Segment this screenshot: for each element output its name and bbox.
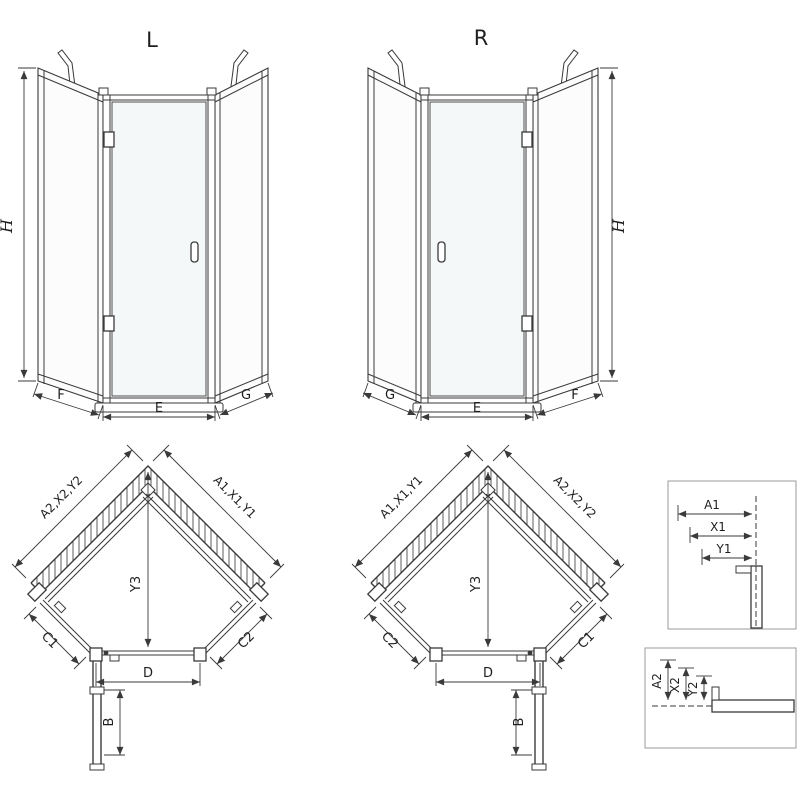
plan-left-geometry (11, 444, 285, 771)
front-corner-profile-right (193, 647, 207, 662)
label-y3-planL: Y3 (129, 576, 144, 593)
frame-cap-left (98, 87, 109, 96)
label-x1-detail: X1 (710, 520, 726, 534)
label-a1-detail: A1 (704, 498, 720, 512)
title-right-variant: R (474, 26, 489, 50)
label-d-planR: D (483, 666, 493, 681)
label-y3-planR: Y3 (469, 576, 484, 593)
label-e-right: E (473, 401, 481, 416)
wall-profile-left (26, 581, 48, 603)
label-g-left: G (241, 388, 251, 403)
left-width-dimension (32, 382, 104, 420)
label-f-right: F (571, 388, 578, 403)
door-width-dimension (102, 406, 216, 421)
label-wall-ur-planR: A2,X2,Y2 (551, 473, 599, 521)
door-section (98, 87, 217, 404)
label-height-right: H (609, 218, 628, 234)
label-a2-detail: A2 (650, 673, 664, 689)
label-e-left: E (155, 401, 163, 416)
wall-dimension-right (152, 444, 285, 579)
door-handle (190, 241, 199, 263)
label-c1-planR: C1 (575, 629, 598, 652)
label-c2-planL: C2 (235, 629, 258, 652)
plan-right-geometry (352, 445, 624, 770)
label-f-left: F (57, 388, 64, 403)
wall-profile-right (248, 581, 270, 603)
height-dimension (18, 67, 36, 382)
side-panel-left (37, 67, 104, 404)
label-x2-detail: X2 (668, 677, 682, 693)
door-pivot (103, 650, 109, 656)
profile-section (711, 699, 795, 713)
label-height-left: H (0, 218, 16, 234)
right-width-dimension (214, 382, 274, 420)
label-b-planL: B (102, 718, 117, 727)
label-d-planL: D (143, 666, 153, 681)
label-wall-ur-planL: A1,X1,Y1 (211, 473, 259, 521)
wall-dimension-left (11, 444, 144, 579)
hinge-top (103, 131, 115, 148)
wall-bracket (735, 565, 752, 574)
label-b-planR: B (512, 718, 527, 727)
label-y1-detail: Y1 (716, 542, 732, 556)
label-c2-planR: C2 (378, 629, 401, 652)
label-g-right: G (385, 388, 395, 403)
detail-horizontal-profile (644, 647, 797, 749)
label-wall-ul-planR: A1,X1,Y1 (377, 473, 425, 521)
front-side-dimension-right (209, 606, 273, 670)
label-c1-planL: C1 (38, 629, 61, 652)
title-left-variant: L (146, 28, 158, 52)
hinge-bottom (103, 315, 115, 332)
label-wall-ul-planL: A2,X2,Y2 (37, 473, 85, 521)
elevation-right-geometry (363, 50, 618, 421)
door-glass (111, 101, 207, 397)
label-y2-detail: Y2 (686, 682, 700, 698)
glass-stub (711, 686, 720, 701)
front-corner-profile-left (89, 647, 103, 662)
side-panel-right (214, 67, 269, 404)
elevation-left-geometry (18, 49, 274, 421)
front-door-plan (102, 650, 194, 662)
detail-vertical-profile (667, 480, 797, 630)
frame-cap-right (206, 87, 217, 96)
front-side-dimension-left (23, 606, 87, 670)
front-width-dimension (95, 663, 201, 686)
extension-profile (89, 661, 125, 771)
